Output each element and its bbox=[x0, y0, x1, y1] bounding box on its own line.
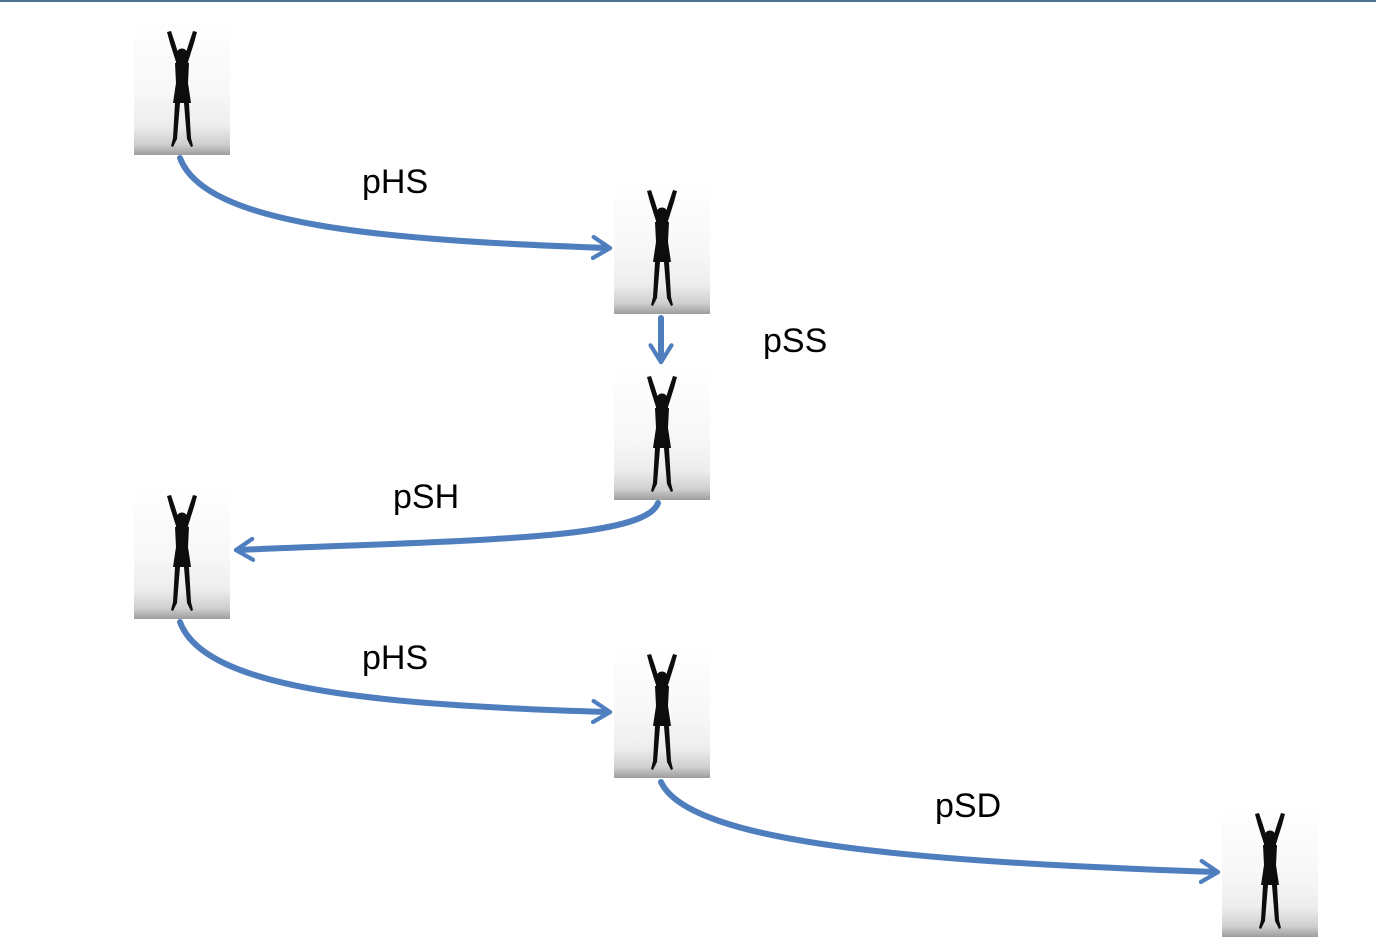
person-silhouette-icon bbox=[647, 654, 677, 770]
figure-node-6 bbox=[1222, 803, 1318, 937]
person-silhouette-icon bbox=[167, 495, 197, 611]
figure-node-4 bbox=[134, 485, 230, 619]
person-silhouette-icon bbox=[647, 376, 677, 492]
edge-label-e1: pHS bbox=[362, 163, 429, 201]
arrow-e1 bbox=[177, 155, 613, 261]
person-silhouette-icon bbox=[647, 190, 677, 306]
figure-node-3 bbox=[614, 366, 710, 500]
arrow-e5 bbox=[658, 779, 1221, 885]
edge-label-e5: pSD bbox=[935, 787, 1002, 825]
figure-node-1 bbox=[134, 21, 230, 155]
edge-label-e2: pSS bbox=[763, 322, 828, 360]
arrow-e3 bbox=[233, 500, 661, 562]
figure-node-2 bbox=[614, 180, 710, 314]
edge-label-e3: pSH bbox=[393, 478, 460, 516]
person-silhouette-icon bbox=[1255, 813, 1285, 929]
edge-label-e4: pHS bbox=[362, 639, 429, 677]
arrow-e4 bbox=[177, 619, 613, 725]
person-silhouette-icon bbox=[167, 31, 197, 147]
top-rule bbox=[0, 0, 1376, 2]
figure-node-5 bbox=[614, 644, 710, 778]
